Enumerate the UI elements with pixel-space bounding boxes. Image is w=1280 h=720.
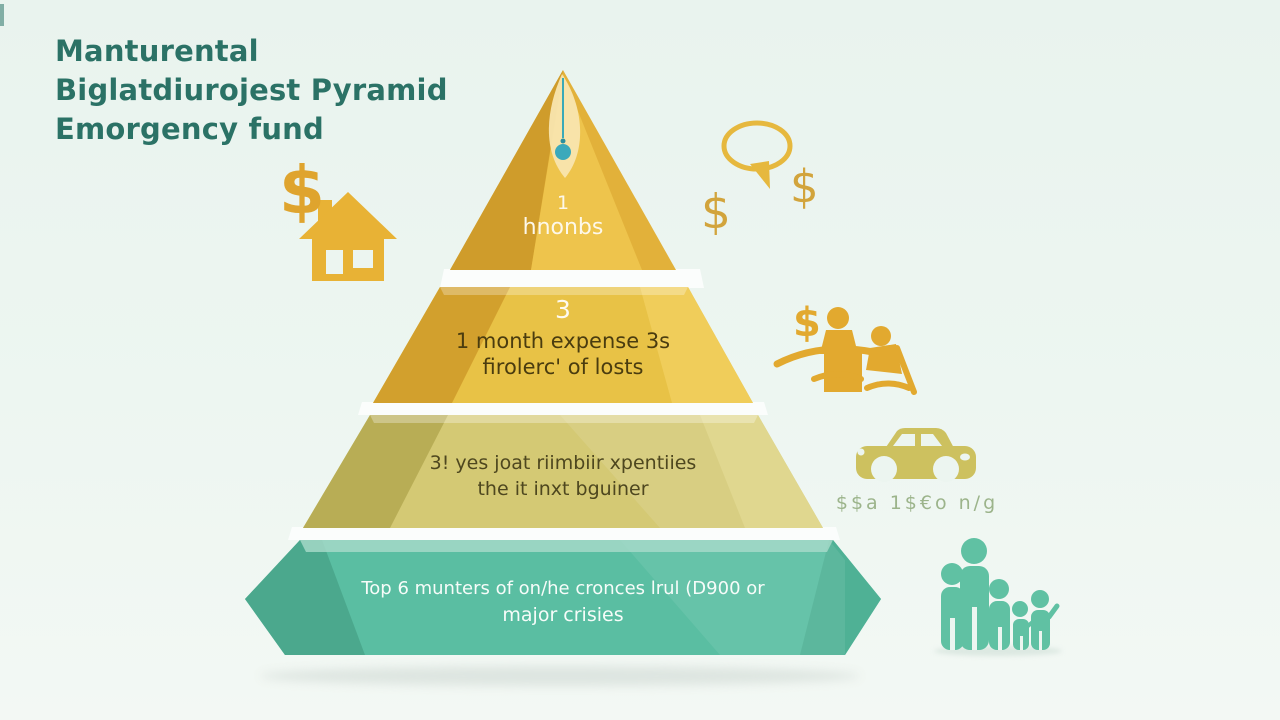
title-line-3: Emorgency fund — [55, 112, 324, 146]
tier2-label-line1: 1 month expense 3s — [455, 329, 671, 353]
pyramid-tier-2 — [373, 287, 753, 403]
dollar-icon-mid: $ — [793, 300, 821, 346]
tier1-number: 1 — [556, 192, 570, 214]
family-member-2-tall — [960, 538, 989, 650]
reading-person-icon — [871, 326, 891, 346]
tier2-label-line2: firolerc' of losts — [482, 355, 644, 379]
car-caption: $$a 1$€o n/g — [835, 492, 999, 514]
tier-gap-2 — [358, 402, 768, 415]
title-line-2: Biglatdiurojest Pyramid — [55, 73, 448, 107]
tier2-number: 3 — [555, 295, 571, 324]
tier4-label-line2: major crisies — [502, 604, 624, 626]
family-icons — [934, 538, 1062, 656]
tier3-label-line2: the it inxt bguiner — [477, 478, 649, 500]
pyramid-tier-1 — [450, 70, 676, 270]
dollar-icon-small-left: $ — [701, 185, 731, 240]
page-title: Manturental Biglatdiurojest Pyramid Emor… — [55, 32, 448, 149]
tier-gap-1 — [440, 269, 704, 288]
pyramid-tier-4 — [245, 540, 881, 655]
dollar-icon-large: $ — [279, 152, 325, 229]
tier3-label-line1: 3! yes joat riimbiir xpentiies — [429, 452, 697, 474]
family-member-3 — [989, 579, 1010, 650]
house-icon — [299, 192, 397, 281]
pyramid-ground-shadow — [260, 666, 860, 686]
tier4-label-line1: Top 6 munters of on/he cronces lrul (D90… — [361, 578, 765, 599]
person-at-desk-icon — [827, 307, 849, 329]
family-member-5-child — [1031, 590, 1060, 650]
apex-pointer-small-dot — [560, 138, 566, 144]
title-line-1: Manturental — [55, 34, 259, 68]
left-edge-accent — [0, 4, 4, 26]
tier-gap-3 — [288, 527, 840, 540]
people-money-icons — [773, 307, 917, 395]
tier1-label: hnonbs — [522, 215, 604, 240]
pyramid-tier-3 — [303, 415, 823, 528]
speech-bubble-icon — [721, 120, 793, 189]
apex-pointer-dot — [555, 144, 571, 160]
dollar-icon-small-right: $ — [790, 160, 819, 213]
car-icon — [856, 428, 976, 482]
family-member-1 — [941, 563, 964, 650]
